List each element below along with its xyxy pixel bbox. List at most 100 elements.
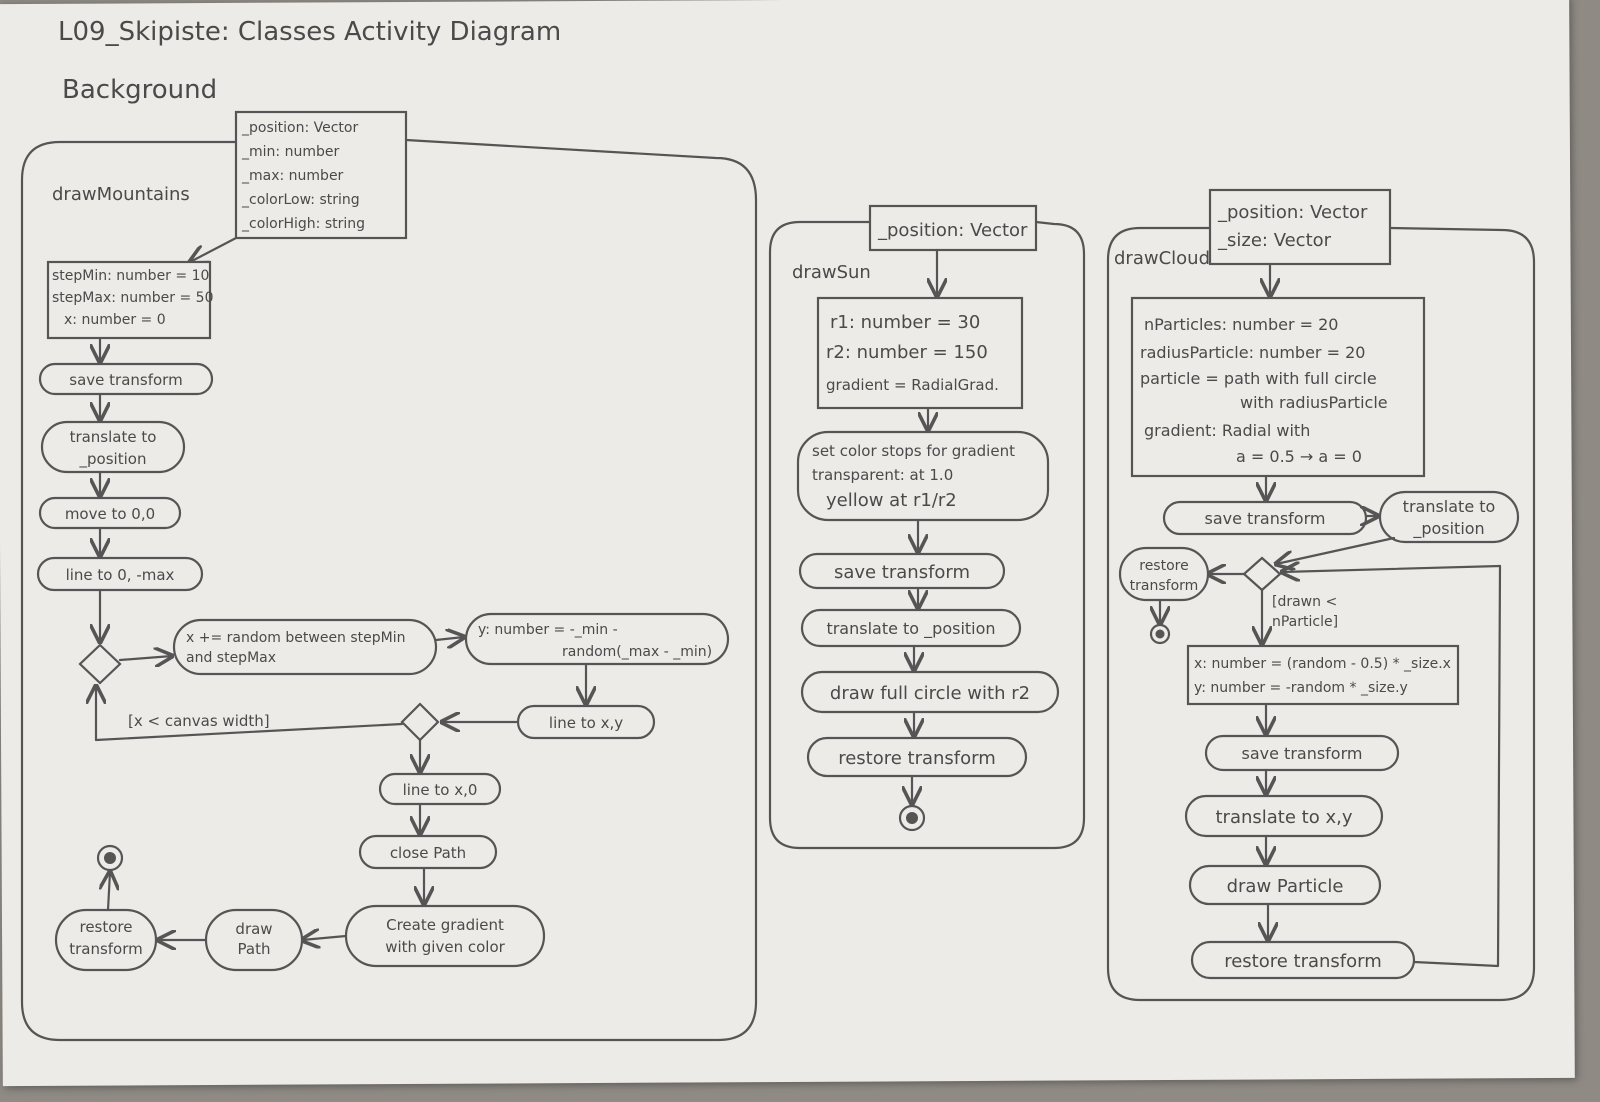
mountains-loop-decision [78,643,122,685]
svg-text:_size: Vector: _size: Vector [1217,230,1332,251]
svg-text:yellow at r1/r2: yellow at r1/r2 [826,490,957,511]
svg-text:random(_max - _min): random(_max - _min) [562,644,712,660]
svg-text:with given color: with given color [385,938,505,956]
svg-text:close Path: close Path [390,844,466,862]
mountains-param: _colorLow: string [241,192,360,208]
mountains-param: _min: number [241,144,339,160]
mountains-save-transform: save transform [38,362,214,396]
svg-text:restore: restore [79,918,132,936]
svg-text:Create gradient: Create gradient [386,916,504,934]
svg-text:_position: Vector: _position: Vector [1217,202,1368,223]
svg-text:transform: transform [69,940,143,958]
sun-vars-box: r1: number = 30 r2: number = 150 gradien… [816,296,1024,410]
mountains-param: _colorHigh: string [241,216,365,232]
mountains-vars-box: stepMin: number = 10 stepMax: number = 5… [46,260,213,340]
svg-text:radiusParticle: number = 20: radiusParticle: number = 20 [1140,343,1365,362]
mountains-line-to-x0: line to x,0 [378,772,502,806]
svg-text:translate to: translate to [1403,497,1496,516]
class-name: Background [62,75,217,105]
svg-text:save transform: save transform [834,562,970,583]
svg-text:_position: _position [1412,519,1484,539]
svg-text:restore transform: restore transform [1224,951,1382,972]
sun-save-transform: save transform [798,552,1006,590]
svg-text:nParticles: number = 20: nParticles: number = 20 [1144,315,1338,334]
svg-text:with radiusParticle: with radiusParticle [1240,393,1388,412]
svg-text:_position: Vector: _position: Vector [877,220,1028,241]
svg-text:_position: _position [79,450,147,469]
sun-draw-full-circle: draw full circle with r2 [800,670,1060,714]
sun-restore-transform: restore transform [806,736,1028,778]
svg-text:draw: draw [235,920,272,938]
cloud-save-transform: save transform [1162,500,1368,536]
svg-text:set color stops for gradient: set color stops for gradient [812,442,1015,460]
svg-text:r1: number = 30: r1: number = 30 [830,312,980,333]
mountains-random-y: y: number = -_min - random(_max - _min) [464,612,730,666]
cloud-frame [1106,226,1536,1002]
cloud-translate-to-xy: translate to x,y [1184,794,1384,838]
svg-text:translate to _position: translate to _position [826,619,995,639]
mountains-translate: translate to _position [40,420,186,474]
cloud-xy-box: x: number = (random - 0.5) * _size.x y: … [1186,644,1460,706]
svg-text:translate to: translate to [70,428,157,446]
svg-text:move to 0,0: move to 0,0 [65,505,155,523]
svg-text:restore transform: restore transform [838,748,996,769]
svg-text:translate to x,y: translate to x,y [1216,807,1353,828]
svg-text:restore: restore [1139,558,1188,574]
diagram-title: L09_Skipiste: Classes Activity Diagram [58,17,561,47]
mountains-param: _max: number [241,168,344,184]
svg-text:x: number = (random - 0.5) * _: x: number = (random - 0.5) * _size.x [1194,656,1451,672]
sun-method-name: drawSun [792,262,871,283]
cloud-loop-guard: nParticle] [1272,614,1338,630]
cloud-restore-transform-end: restore transform [1118,546,1210,602]
cloud-params-box: _position: Vector _size: Vector [1208,188,1392,266]
cloud-loop-guard: [drawn < [1272,594,1337,610]
svg-text:transparent: at 1.0: transparent: at 1.0 [812,466,953,484]
mountains-create-gradient: Create gradient with given color [344,904,546,968]
svg-text:draw full circle with r2: draw full circle with r2 [830,683,1030,704]
svg-text:save transform: save transform [1242,744,1363,763]
svg-text:and stepMax: and stepMax [186,650,276,666]
mountains-random-x: x += random between stepMin and stepMax [172,618,438,676]
svg-text:y: number = -_min -: y: number = -_min - [478,622,618,638]
sun-end-node [898,804,926,832]
cloud-draw-particle: draw Particle [1188,864,1382,906]
cloud-loop-decision [1242,556,1282,592]
mountains-var: x: number = 0 [64,312,166,328]
svg-text:draw Particle: draw Particle [1227,876,1344,897]
mountains-line-to-max: line to 0, -max [36,556,204,592]
cloud-method-name: drawCloud [1114,248,1210,269]
mountains-line-to-xy: line to x,y [516,704,656,740]
sun-frame [768,220,1086,850]
cloud-restore-transform-loop: restore transform [1190,940,1416,980]
svg-text:gradient = RadialGrad.: gradient = RadialGrad. [826,376,999,394]
mountains-var: stepMin: number = 10 [52,268,209,284]
svg-text:a = 0.5 → a = 0: a = 0.5 → a = 0 [1236,447,1362,466]
mountains-params-box: _position: Vector _min: number _max: num… [234,110,408,240]
sun-params-box: _position: Vector [868,204,1038,252]
sun-translate-to-position: translate to _position [800,608,1022,648]
mountains-restore-transform: restore transform [54,908,158,972]
cloud-vars-box: nParticles: number = 20 radiusParticle: … [1130,296,1426,478]
mountains-end-node [96,844,124,872]
mountains-close-path: close Path [358,834,498,870]
svg-text:transform: transform [1130,578,1199,594]
svg-text:x += random between stepMin: x += random between stepMin [186,630,406,646]
mountains-frame [20,138,758,1042]
cloud-end-node [1149,623,1171,645]
mountains-method-name: drawMountains [52,184,190,205]
cloud-translate-to-position: translate to _position [1378,490,1520,544]
svg-text:line to x,y: line to x,y [549,714,623,732]
svg-text:Path: Path [238,940,271,958]
svg-text:save transform: save transform [69,371,182,389]
svg-text:gradient: Radial with: gradient: Radial with [1144,421,1310,440]
cloud-save-transform-loop: save transform [1204,734,1400,772]
svg-text:particle = path with full circ: particle = path with full circle [1140,369,1377,388]
svg-text:r2: number = 150: r2: number = 150 [826,342,988,363]
mountains-var: stepMax: number = 50 [52,290,213,306]
svg-text:line to x,0: line to x,0 [403,781,478,799]
mountains-param: _position: Vector [241,120,358,136]
mountains-loop-guard: [x < canvas width] [128,712,270,730]
mountains-draw-path: draw Path [204,908,304,972]
svg-text:save transform: save transform [1205,509,1326,528]
